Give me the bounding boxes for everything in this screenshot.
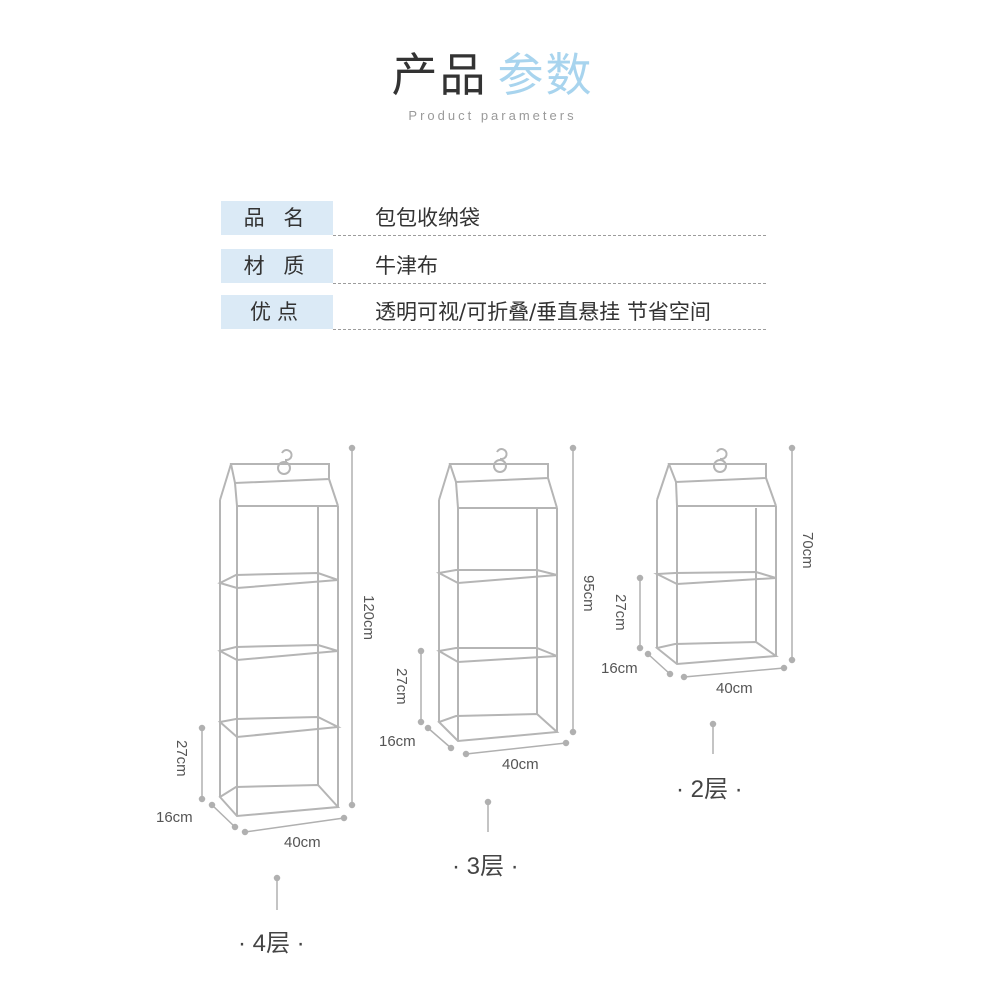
dim-layer-height: 27cm — [612, 594, 629, 631]
param-value: 牛津布 — [375, 254, 438, 278]
param-row-advantages: 优点 透明可视/可折叠/垂直悬挂 节省空间 — [221, 295, 766, 335]
param-value: 透明可视/可折叠/垂直悬挂 节省空间 — [375, 300, 711, 324]
dim-depth: 16cm — [156, 809, 193, 826]
layer-label: · 3层 · — [452, 853, 519, 880]
dim-height: 95cm — [580, 575, 597, 612]
layer-label: · 4层 · — [238, 930, 305, 957]
param-row-material: 材 质 牛津布 — [221, 249, 766, 289]
page-subtitle: Product parameters — [408, 108, 577, 123]
dim-height: 120cm — [360, 595, 377, 640]
organizer-4-layer — [217, 449, 342, 818]
dimension-lines-4-layer — [198, 444, 356, 910]
param-label: 品 名 — [221, 201, 333, 235]
hanger-hook-icon — [716, 448, 728, 460]
param-label: 优点 — [221, 295, 333, 329]
dim-height: 70cm — [799, 532, 816, 569]
dimension-lines-2-layer — [636, 444, 796, 754]
dashed-divider — [333, 329, 766, 330]
title-accent: 参数 — [497, 48, 594, 102]
page-title: 产品参数 — [0, 40, 985, 110]
param-value: 包包收纳袋 — [375, 206, 480, 230]
dim-layer-height: 27cm — [173, 740, 190, 777]
dimension-lines-3-layer — [417, 444, 577, 832]
dim-width: 40cm — [716, 680, 753, 697]
dim-layer-height: 27cm — [393, 668, 410, 705]
organizer-2-layer — [653, 448, 779, 666]
hanger-hook-icon — [496, 448, 508, 460]
dim-depth: 16cm — [601, 660, 638, 677]
dashed-divider — [333, 235, 766, 236]
title-main: 产品 — [391, 48, 488, 102]
param-row-name: 品 名 包包收纳袋 — [221, 201, 766, 241]
organizer-3-layer — [435, 448, 560, 743]
param-label: 材 质 — [221, 249, 333, 283]
hanger-hook-icon — [281, 449, 293, 462]
dim-width: 40cm — [502, 756, 539, 773]
layer-label: · 2层 · — [676, 776, 743, 803]
dim-depth: 16cm — [379, 733, 416, 750]
dim-width: 40cm — [284, 834, 321, 851]
dashed-divider — [333, 283, 766, 284]
